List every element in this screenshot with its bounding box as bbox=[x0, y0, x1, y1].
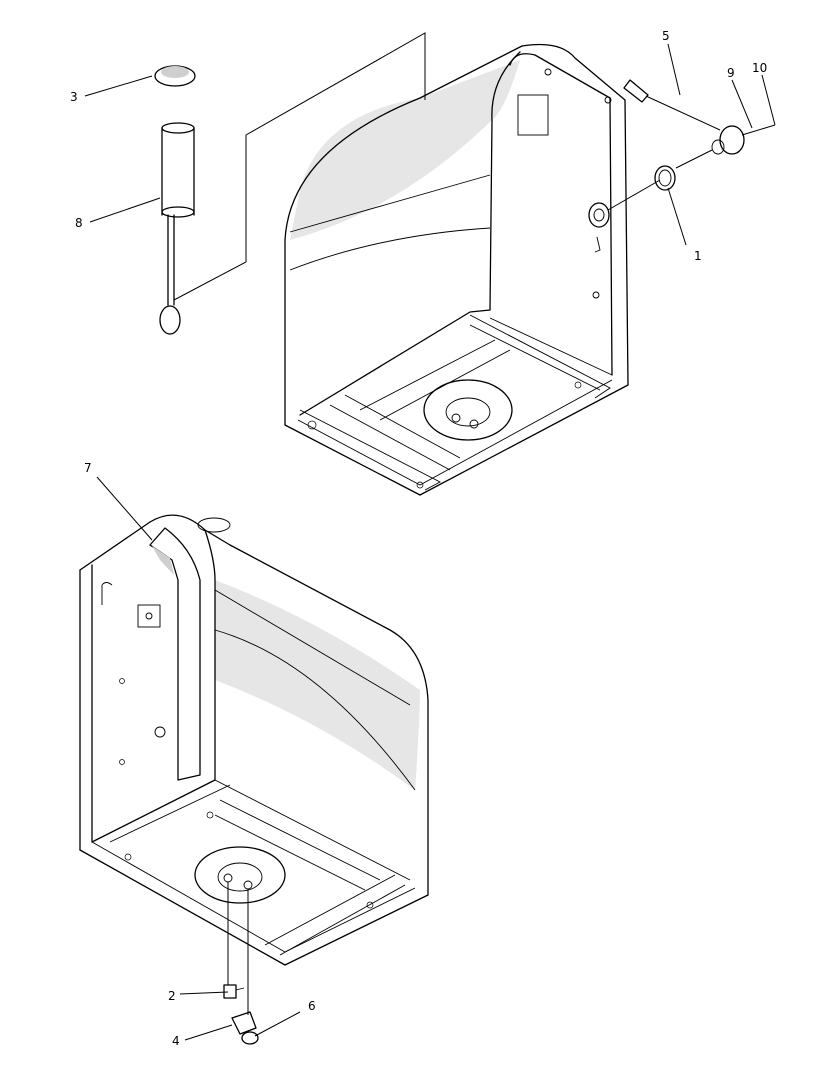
fitting-part-5 bbox=[623, 79, 649, 103]
elbow-part-2 bbox=[223, 984, 237, 999]
callout-3: 3 bbox=[70, 90, 78, 104]
strap-part-7 bbox=[149, 527, 201, 781]
drain-fitting-upper bbox=[607, 79, 776, 211]
callout-1: 1 bbox=[694, 249, 702, 263]
dipstick bbox=[167, 214, 175, 306]
callout-4: 4 bbox=[172, 1034, 180, 1048]
tube-part-8 bbox=[161, 127, 195, 216]
callout-labels: 1 2 3 4 5 6 7 8 9 10 bbox=[70, 29, 767, 1048]
callout-5: 5 bbox=[662, 29, 670, 43]
plug-part-6 bbox=[241, 1031, 259, 1045]
callout-6: 6 bbox=[308, 999, 316, 1013]
upper-tank bbox=[284, 43, 629, 496]
callout-8: 8 bbox=[75, 216, 83, 230]
seal-part-1 bbox=[654, 165, 676, 191]
callout-7: 7 bbox=[84, 461, 92, 475]
lower-tank bbox=[79, 514, 429, 966]
elbow-part-4 bbox=[231, 1011, 257, 1035]
breather-assembly bbox=[154, 32, 426, 335]
callout-10: 10 bbox=[752, 61, 767, 75]
drain-fittings-lower bbox=[223, 882, 259, 1045]
callout-2: 2 bbox=[168, 989, 176, 1003]
callout-leaders bbox=[84, 43, 776, 1041]
callout-9: 9 bbox=[727, 66, 735, 80]
